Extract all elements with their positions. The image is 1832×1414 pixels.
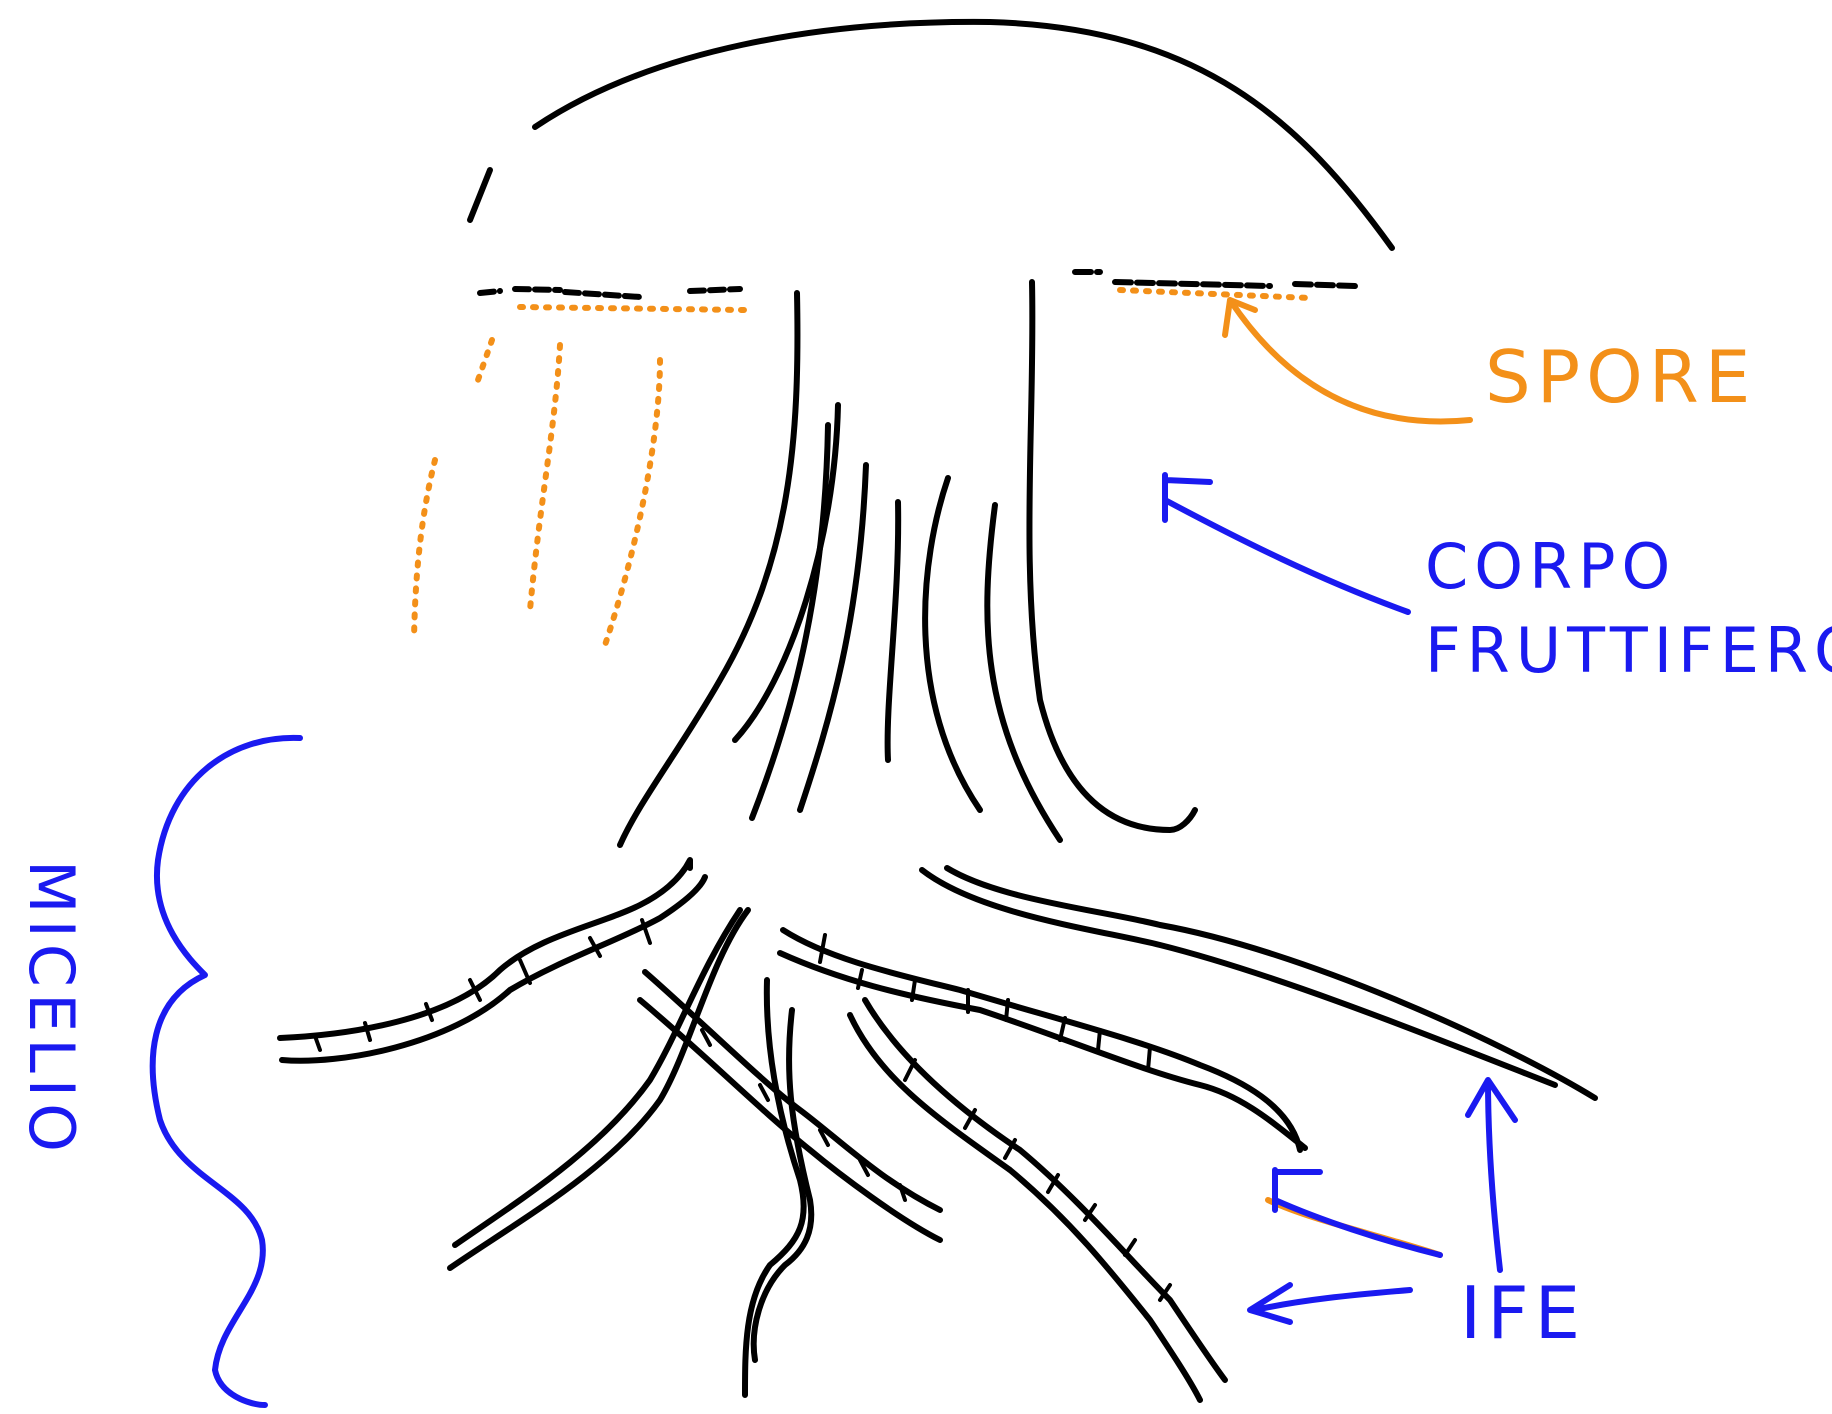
corpo-arrow <box>1165 475 1408 612</box>
mushroom-cap <box>470 22 1392 248</box>
ife-arrow-top <box>1468 1080 1515 1270</box>
spore-annotation: SPORE <box>1225 300 1756 422</box>
corpo-label-line2: FRUTTIFERO <box>1425 614 1832 687</box>
ife-label: IFE <box>1460 1271 1586 1355</box>
micelio-annotation: MICELIO <box>15 738 300 1405</box>
gills <box>480 272 1355 310</box>
corpo-fruttifero-annotation: CORPO FRUTTIFERO <box>1165 475 1832 687</box>
ife-arrow-middle <box>1275 1170 1440 1255</box>
hyphae <box>280 860 1595 1400</box>
ife-arrow-bottom <box>1250 1285 1410 1322</box>
micelio-brace <box>153 738 300 1405</box>
falling-spores <box>414 340 660 645</box>
spore-label: SPORE <box>1485 335 1756 419</box>
corpo-label-line1: CORPO <box>1425 530 1676 603</box>
mushroom-stem <box>620 282 1195 845</box>
spore-arrow <box>1225 300 1470 422</box>
micelio-label: MICELIO <box>15 860 88 1158</box>
ife-annotation: IFE <box>1250 1080 1586 1355</box>
